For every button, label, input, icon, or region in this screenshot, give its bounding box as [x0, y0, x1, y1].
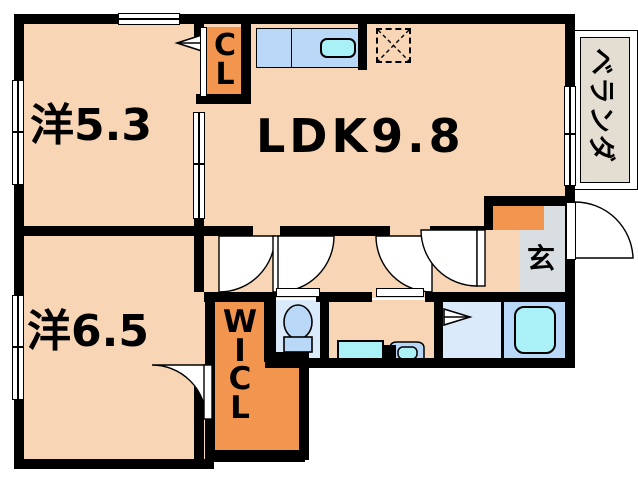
wall-between-bedrooms	[14, 226, 204, 236]
vanity-sink	[389, 341, 425, 363]
wic-fill-lower	[214, 355, 300, 455]
wall-corridor-bottom-a	[204, 292, 276, 302]
room-fill-bedroom-south	[22, 232, 212, 460]
veranda-fill	[580, 37, 630, 183]
door-washroom-panel[interactable]	[376, 288, 424, 297]
wall-exterior-top	[14, 14, 575, 24]
wall-cap-washroom	[384, 345, 396, 362]
entrance-door[interactable]	[574, 200, 637, 262]
wic-label-line3: C	[228, 361, 252, 398]
door-bedroom-south-to-corridor[interactable]	[217, 235, 282, 294]
wall-exterior-bottom-3	[265, 358, 575, 368]
closet-label-line1: C	[213, 28, 237, 63]
wic-label-line4: L	[230, 389, 250, 426]
wall-bedroom-south-right	[194, 236, 204, 292]
window-bedroom-south-left-mullion	[17, 295, 19, 400]
door-ldk-corridor[interactable]	[417, 228, 486, 288]
closet-north-label: C L	[208, 31, 242, 92]
wall-wic-bottom	[205, 450, 309, 460]
wall-exterior-left	[14, 14, 24, 469]
wall-exterior-right	[565, 14, 575, 124]
entrance-door-panel[interactable]	[566, 202, 576, 260]
wall-corridor-bottom-c	[425, 292, 575, 302]
window-bedroom-north-left-handle	[13, 131, 23, 133]
wic-fill-upper	[214, 300, 265, 360]
bathroom-floor	[443, 300, 503, 360]
wall-ldk-bottom-left	[204, 226, 244, 236]
wall-closet-right	[241, 22, 251, 104]
wall-wic-right-lower	[299, 352, 309, 460]
door-toilet[interactable]	[276, 235, 336, 294]
wall-exterior-bottom	[14, 459, 214, 469]
wall-bedroom-south-right-2	[194, 370, 204, 465]
kitchen-sink	[320, 38, 356, 58]
wall-closet-bottom	[196, 94, 251, 104]
room-fill-bedroom-north	[22, 22, 199, 232]
wall-washroom-right	[434, 292, 443, 368]
wall-bath-divider	[501, 300, 504, 360]
door-washroom[interactable]	[372, 235, 434, 294]
washing-machine-space-cross	[377, 29, 410, 62]
kitchen-counter-divider	[291, 28, 292, 68]
wall-bedroom-north-right	[194, 14, 204, 49]
window-bedroom-north-left-mullion	[17, 80, 19, 185]
wall-wic-step	[264, 352, 309, 362]
sliding-door-bedroom-north-mullion	[198, 112, 200, 219]
sliding-door-veranda-mullion	[569, 86, 571, 186]
washing-machine-space	[376, 28, 411, 63]
wic-label-line2: I	[234, 332, 246, 369]
veranda-label: ベランダ	[585, 48, 616, 164]
label-ldk: LDK9.8	[256, 109, 465, 163]
wic-label-line1: W	[222, 304, 258, 340]
window-bedroom-north-top-mullion	[118, 18, 180, 20]
wall-cap-corridor-left	[243, 226, 253, 236]
entrance-label: 玄	[527, 242, 556, 275]
closet-north-fill	[205, 27, 244, 97]
closet-door-panel[interactable]	[200, 27, 207, 97]
wall-exterior-right-2	[565, 183, 575, 368]
label-bedroom-south: 洋6.5	[27, 306, 149, 357]
wall-entrance-top	[484, 196, 575, 206]
sliding-door-veranda-handle	[565, 133, 575, 135]
bathtub	[514, 306, 556, 354]
window-bedroom-south-left-handle	[13, 346, 23, 348]
closet-label-line2: L	[215, 56, 235, 92]
sliding-door-bedroom-north-handle	[194, 163, 204, 165]
wall-kitchen-end	[358, 22, 367, 70]
wall-wic-right-upper	[264, 292, 274, 360]
bathroom-door-arrow-icon	[443, 307, 473, 327]
wall-ldk-bottom-mid	[280, 226, 390, 236]
label-bedroom-north: 洋5.3	[30, 100, 152, 151]
wall-toilet-right	[320, 292, 329, 368]
wall-corridor-bottom-b	[316, 292, 372, 302]
wic-label: W I C L	[217, 307, 263, 424]
door-toilet-panel[interactable]	[276, 288, 320, 297]
door-wic[interactable]	[146, 364, 213, 423]
wall-entrance-left	[484, 196, 493, 230]
